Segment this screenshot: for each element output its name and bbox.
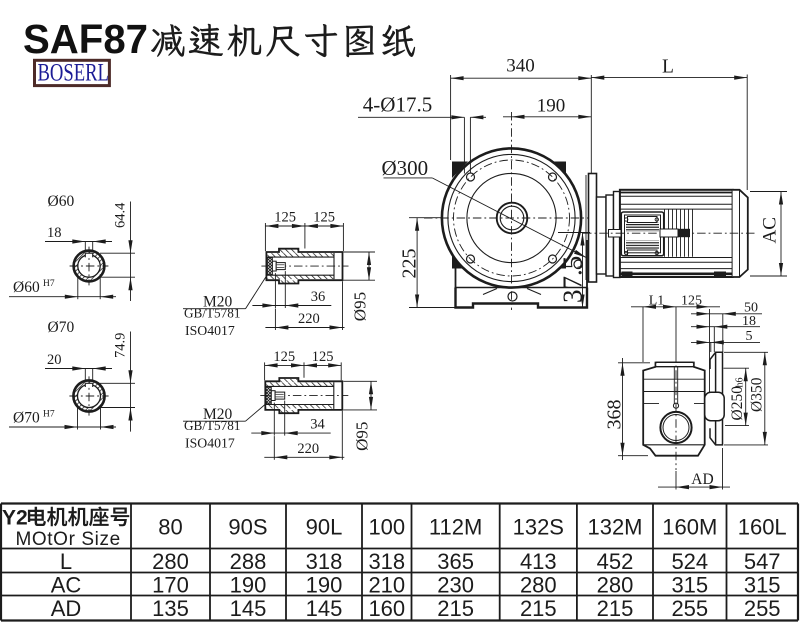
svg-text:64.4: 64.4 — [113, 202, 129, 228]
svg-text:280: 280 — [152, 549, 189, 574]
svg-text:318: 318 — [306, 549, 343, 574]
svg-text:280: 280 — [597, 573, 634, 598]
svg-text:AC: AC — [760, 217, 781, 243]
svg-text:H7: H7 — [43, 279, 55, 289]
svg-text:36: 36 — [311, 289, 326, 305]
svg-text:M20: M20 — [203, 406, 233, 423]
svg-text:160: 160 — [368, 596, 405, 621]
svg-text:368: 368 — [604, 400, 626, 430]
svg-text:h6: h6 — [735, 378, 746, 388]
svg-text:190: 190 — [230, 573, 267, 598]
svg-text:50: 50 — [744, 301, 758, 316]
svg-text:Ø95: Ø95 — [351, 292, 370, 321]
svg-text:160M: 160M — [662, 515, 717, 540]
svg-text:18: 18 — [742, 314, 756, 329]
svg-text:132M: 132M — [587, 515, 642, 540]
svg-text:524: 524 — [671, 549, 708, 574]
svg-text:AD: AD — [51, 596, 82, 621]
svg-text:Ø95: Ø95 — [353, 422, 372, 451]
svg-text:547: 547 — [744, 549, 781, 574]
svg-text:220: 220 — [297, 441, 319, 457]
svg-text:190: 190 — [537, 96, 566, 117]
svg-text:90L: 90L — [306, 515, 343, 540]
svg-text:GB/T5781: GB/T5781 — [184, 418, 240, 433]
svg-text:215: 215 — [437, 596, 474, 621]
svg-text:125: 125 — [312, 349, 334, 365]
svg-text:215: 215 — [520, 596, 557, 621]
svg-text:365: 365 — [437, 549, 474, 574]
svg-text:H7: H7 — [43, 410, 55, 420]
svg-text:125: 125 — [274, 210, 296, 226]
svg-text:125: 125 — [273, 349, 295, 365]
svg-text:Ø350: Ø350 — [749, 377, 766, 412]
svg-text:413: 413 — [520, 549, 557, 574]
svg-text:M20: M20 — [203, 294, 233, 311]
svg-text:135: 135 — [152, 596, 189, 621]
svg-text:Ø70: Ø70 — [13, 410, 40, 427]
svg-text:SAF87: SAF87 — [23, 16, 148, 62]
svg-text:L: L — [662, 57, 674, 78]
svg-text:5: 5 — [746, 329, 753, 344]
svg-text:125: 125 — [313, 210, 335, 226]
svg-text:340: 340 — [506, 56, 535, 77]
svg-text:80: 80 — [158, 515, 182, 540]
svg-text:318: 318 — [368, 549, 405, 574]
svg-text:145: 145 — [230, 596, 267, 621]
svg-text:20: 20 — [47, 352, 62, 368]
svg-text:4-Ø17.5: 4-Ø17.5 — [363, 93, 432, 117]
svg-text:280: 280 — [520, 573, 557, 598]
svg-text:315: 315 — [744, 573, 781, 598]
svg-text:132S: 132S — [513, 515, 564, 540]
svg-text:ISO4017: ISO4017 — [185, 436, 235, 451]
svg-text:AD: AD — [691, 471, 713, 488]
svg-text:ISO4017: ISO4017 — [185, 323, 235, 338]
svg-text:L1: L1 — [649, 294, 665, 309]
svg-text:Ø300: Ø300 — [382, 156, 429, 180]
svg-text:90S: 90S — [228, 515, 267, 540]
svg-text:190: 190 — [306, 573, 343, 598]
svg-text:34: 34 — [310, 417, 325, 433]
svg-text:Ø60: Ø60 — [13, 279, 40, 296]
svg-text:Ø250: Ø250 — [729, 386, 746, 421]
svg-text:225: 225 — [398, 249, 420, 279]
svg-text:Ø70: Ø70 — [48, 319, 75, 336]
svg-text:210: 210 — [368, 573, 405, 598]
svg-text:255: 255 — [744, 596, 781, 621]
svg-text:170: 170 — [152, 573, 189, 598]
svg-text:74.9: 74.9 — [113, 333, 129, 358]
svg-text:215: 215 — [597, 596, 634, 621]
svg-text:145: 145 — [306, 596, 343, 621]
svg-text:315: 315 — [671, 573, 708, 598]
svg-text:255: 255 — [671, 596, 708, 621]
svg-text:18: 18 — [47, 225, 62, 241]
svg-text:230: 230 — [437, 573, 474, 598]
svg-text:288: 288 — [230, 549, 267, 574]
svg-text:L: L — [60, 549, 72, 574]
svg-text:Y2: Y2 — [2, 507, 28, 530]
svg-text:100: 100 — [368, 515, 405, 540]
svg-text:BOSERL: BOSERL — [38, 58, 109, 87]
svg-text:112M: 112M — [429, 515, 482, 540]
svg-text:452: 452 — [597, 549, 634, 574]
svg-text:220: 220 — [298, 311, 320, 327]
svg-text:MOtOr Size: MOtOr Size — [16, 529, 121, 550]
svg-text:Ø60: Ø60 — [48, 193, 75, 210]
svg-text:AC: AC — [51, 573, 82, 598]
svg-text:GB/T5781: GB/T5781 — [184, 306, 240, 321]
svg-text:160L: 160L — [738, 515, 787, 540]
